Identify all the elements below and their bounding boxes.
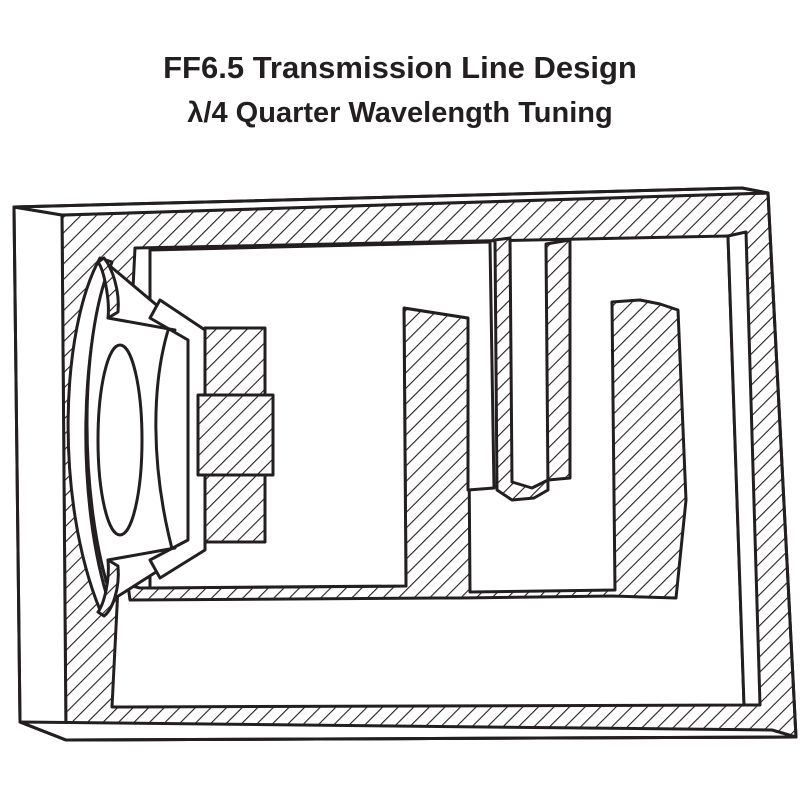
driver-surround: [96, 256, 120, 320]
divider-wall-top: [493, 236, 572, 502]
diagram-subtitle: λ/4 Quarter Wavelength Tuning: [187, 97, 613, 129]
basket-rib-top: [106, 316, 177, 332]
enclosure-inner-face: [726, 230, 762, 707]
driver-surround-bottom: [96, 558, 120, 618]
diagram-title: FF6.5 Transmission Line Design: [163, 50, 637, 85]
pole-piece: [196, 393, 275, 477]
enclosure-outline: [12, 186, 798, 742]
front-baffle: [12, 205, 68, 742]
dust-cap: [96, 343, 144, 537]
driver: [66, 256, 275, 618]
basket-rib-bottom: [106, 546, 177, 562]
